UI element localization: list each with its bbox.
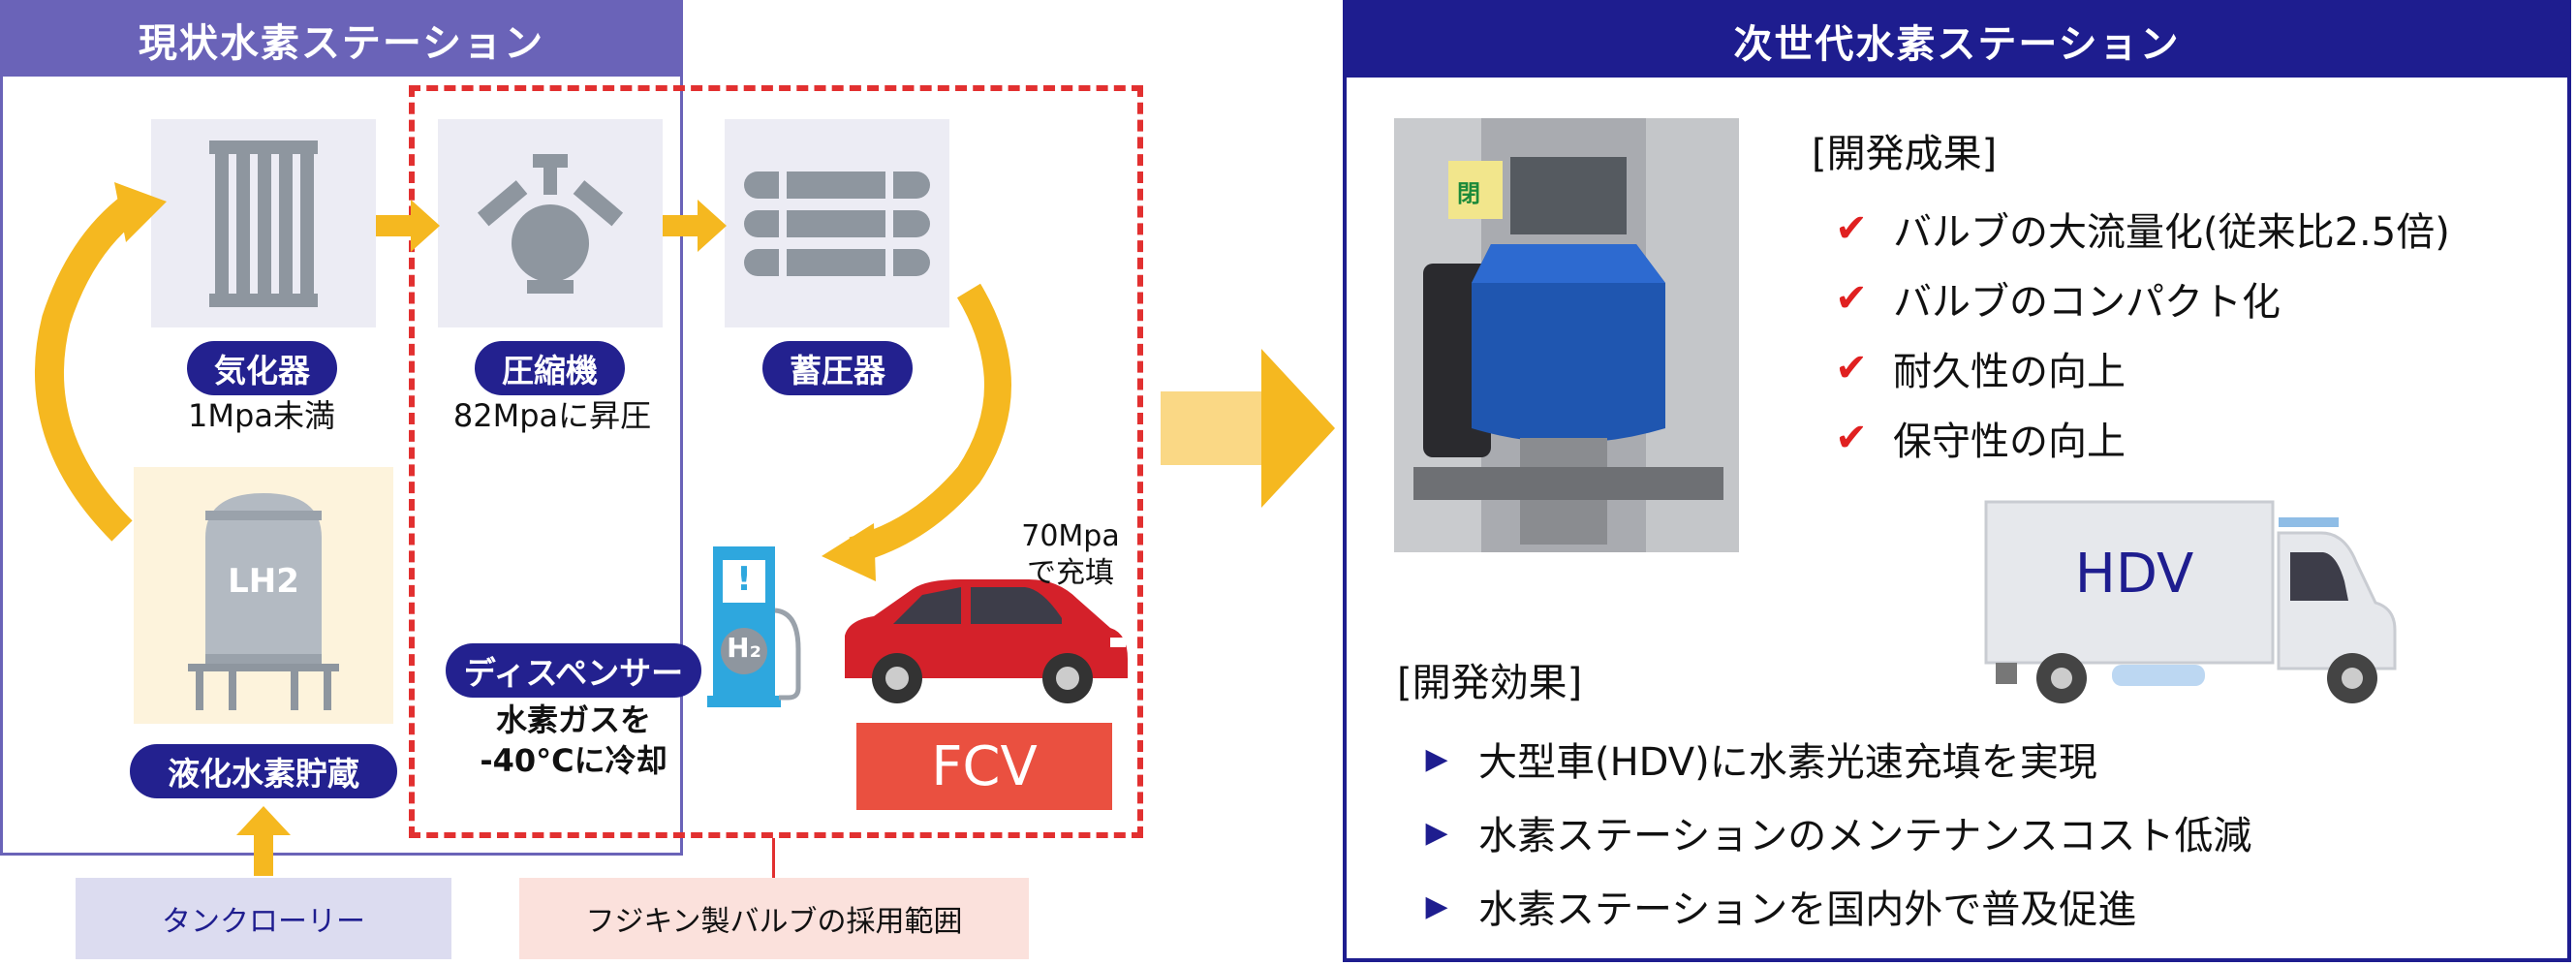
effects-item: ▶ 大型車(HDV)に水素光速充填を実現 [1414,722,2251,795]
valve-range-label: フジキン製バルブの採用範囲 [519,878,1029,959]
fill-note-line1: 70Mpa [1021,519,1120,553]
results-item-text: 耐久性の向上 [1893,350,2126,394]
results-list: ✔ バルブの大流量化(従来比2.5倍) ✔ バルブのコンパクト化 ✔ 耐久性の向上 ✔… [1829,194,2450,473]
dispenser-icon [705,543,818,709]
flow-arrows [35,182,1335,879]
accumulator-label: 蓄圧器 [762,341,913,395]
vaporizer-caption: 1Mpa未満 [188,397,335,434]
dispenser-h2: H₂ [727,632,761,664]
results-item: ✔ バルブの大流量化(従来比2.5倍) [1829,194,2450,264]
vaporizer-icon [209,140,318,307]
effects-item-text: 大型車(HDV)に水素光速充填を実現 [1478,740,2097,785]
check-icon: ✔ [1835,206,1868,251]
effects-list: ▶ 大型車(HDV)に水素光速充填を実現 ▶ 水素ステーションのメンテナンスコスト低… [1414,722,2251,943]
fill-note: 70Mpa で充填 [1008,518,1133,592]
effects-item: ▶ 水素ステーションのメンテナンスコスト低減 [1414,795,2251,869]
vaporizer-label: 気化器 [187,341,337,395]
dispenser-warning: ! [736,560,752,599]
effects-item-text: 水素ステーションを国内外で普及促進 [1478,888,2137,932]
compressor-label: 圧縮機 [475,341,625,395]
fcv-car-icon [835,577,1132,705]
storage-tile [134,467,393,724]
results-title: [開発成果] [1812,132,1998,176]
results-item-text: バルブの大流量化(従来比2.5倍) [1893,210,2450,255]
results-item: ✔ バルブのコンパクト化 [1829,264,2450,333]
dispenser-label: ディスペンサー [446,643,701,698]
dispenser-caption-line2: -40°Cに冷却 [480,742,667,779]
compressor-tile [438,119,663,327]
triangle-bullet-icon: ▶ [1425,888,1448,923]
storage-tank-icon [188,492,339,710]
next-station-title: 次世代水素ステーション [1347,4,2567,78]
tank-lorry-box: タンクローリー [76,878,451,959]
truck-label: HDV [2074,543,2194,606]
effects-title: [開発効果] [1397,661,1583,705]
triangle-bullet-icon: ▶ [1425,741,1448,776]
dispenser-caption-line1: 水素ガスを [495,701,651,738]
fill-note-line2: で充填 [1027,556,1114,590]
compressor-caption: 82Mpaに昇圧 [452,397,652,434]
current-station-title: 現状水素ステーション [3,3,680,77]
triangle-bullet-icon: ▶ [1425,815,1448,850]
check-icon: ✔ [1835,276,1868,321]
results-item-text: 保守性の向上 [1893,420,2126,464]
fcv-label: FCV [856,723,1112,810]
dispenser-caption: 水素ガスを -40°Cに冷却 [455,700,692,781]
results-item: ✔ 耐久性の向上 [1829,333,2450,403]
vaporizer-tile [151,119,376,327]
current-station-panel: 現状水素ステーション [0,0,683,856]
accumulator-icon [744,165,930,282]
effects-item-text: 水素ステーションのメンテナンスコスト低減 [1478,814,2252,858]
compressor-icon [477,153,624,294]
check-icon: ✔ [1835,346,1868,390]
next-station-panel: 次世代水素ステーション [1343,0,2571,962]
check-icon: ✔ [1835,416,1868,460]
effects-item: ▶ 水素ステーションを国内外で普及促進 [1414,869,2251,943]
valve-photo [1394,118,1739,552]
valve-range-box [409,85,1143,838]
results-item-text: バルブのコンパクト化 [1893,280,2281,325]
results-item: ✔ 保守性の向上 [1829,403,2450,473]
tank-label: LH2 [228,562,299,601]
storage-label: 液化水素貯蔵 [130,744,397,798]
accumulator-tile [725,119,949,327]
photo-sign: 閉 [1457,180,1480,207]
hdv-truck-icon [1984,494,2397,705]
